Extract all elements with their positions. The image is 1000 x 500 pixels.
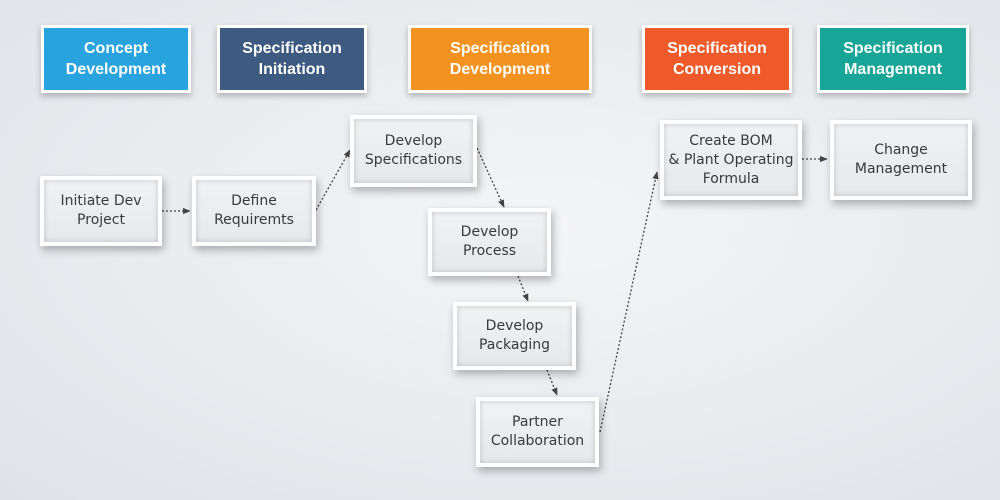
step-develop-process: Develop Process xyxy=(428,208,551,276)
step-partner-collaboration: Partner Collaboration xyxy=(476,397,599,467)
step-label: Develop Packaging xyxy=(478,318,551,353)
phase-specification-initiation: Specification Initiation xyxy=(220,28,364,90)
step-define-requirements: Define Requiremts xyxy=(192,176,316,246)
connector-packaging-to-partner xyxy=(546,369,558,396)
phase-label: Specification Development xyxy=(449,40,551,78)
step-label: Initiate Dev Project xyxy=(60,193,142,228)
connector-specs-to-process xyxy=(476,147,505,208)
step-develop-specifications: Develop Specifications xyxy=(350,115,477,187)
step-label: Develop Process xyxy=(460,224,519,259)
phase-concept-development: Concept Development xyxy=(44,28,188,90)
step-label: Partner Collaboration xyxy=(490,414,585,449)
phase-specification-conversion: Specification Conversion xyxy=(645,28,789,90)
connector-define-to-specs xyxy=(315,149,351,211)
phase-label: Specification Management xyxy=(843,40,943,78)
phase-specification-development: Specification Development xyxy=(411,28,589,90)
phase-label: Concept Development xyxy=(65,40,167,78)
phase-label: Specification Conversion xyxy=(667,40,767,78)
step-label: Change Management xyxy=(854,142,948,177)
step-initiate-dev-project: Initiate Dev Project xyxy=(40,176,162,246)
step-label: Create BOM & Plant Operating Formula xyxy=(668,132,794,187)
phase-specification-management: Specification Management xyxy=(820,28,966,90)
connector-partner-to-bom xyxy=(599,171,659,433)
step-create-bom: Create BOM & Plant Operating Formula xyxy=(660,120,802,200)
step-change-management: Change Management xyxy=(830,120,972,200)
step-label: Define Requiremts xyxy=(214,193,294,228)
step-label: Develop Specifications xyxy=(364,133,463,168)
phase-label: Specification Initiation xyxy=(242,40,342,78)
connector-process-to-packaging xyxy=(517,275,529,302)
step-develop-packaging: Develop Packaging xyxy=(453,302,576,370)
